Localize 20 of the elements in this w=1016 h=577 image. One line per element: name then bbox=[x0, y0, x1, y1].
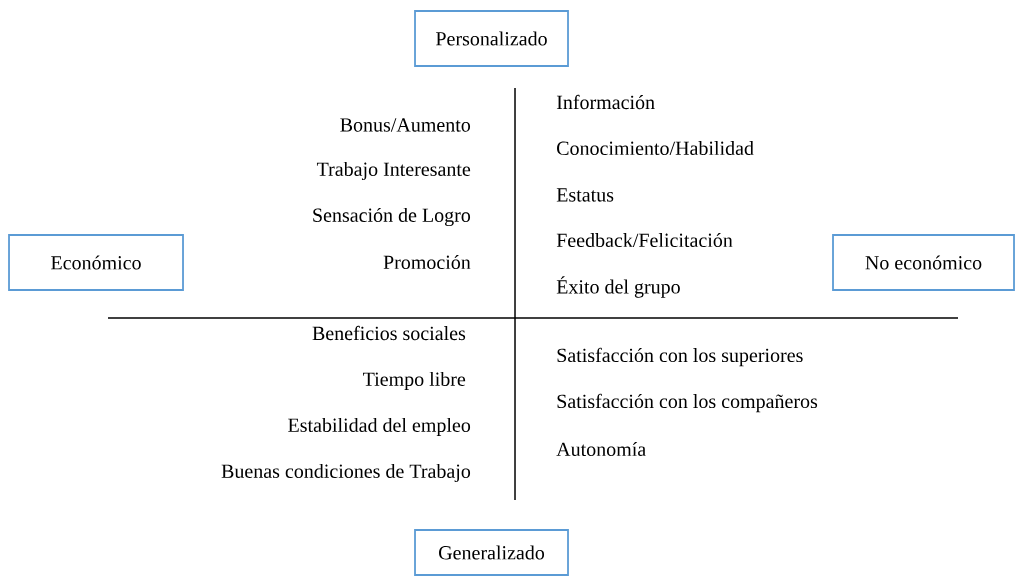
factor-label: Conocimiento/Habilidad bbox=[557, 140, 754, 155]
factor-label: Tiempo libre bbox=[363, 371, 466, 391]
factor-label: Autonomía bbox=[556, 441, 646, 457]
category-box: Personalizado bbox=[414, 10, 569, 67]
factor-label: Éxito del grupo bbox=[556, 276, 680, 298]
factor-label: Beneficios sociales bbox=[312, 325, 466, 341]
factor-label: Estatus bbox=[556, 188, 614, 202]
factor-label: Satisfacción con los superiores bbox=[557, 347, 803, 367]
factor-label: Buenas condiciones de Trabajo bbox=[221, 463, 471, 483]
factor-label: Bonus/Aumento bbox=[340, 118, 471, 132]
factor-label: Satisfacción con los compañeros bbox=[557, 393, 818, 413]
factor-label: Sensación de Logro bbox=[313, 207, 471, 227]
category-box: Económico bbox=[8, 234, 184, 291]
factor-label: Feedback/Felicitación bbox=[556, 232, 733, 248]
factor-label: Estabilidad del empleo bbox=[288, 417, 471, 437]
factor-label: Promoción bbox=[383, 254, 471, 270]
category-box: Generalizado bbox=[414, 529, 569, 576]
category-box: No económico bbox=[832, 234, 1015, 291]
factor-label: Trabajo Interesante bbox=[316, 161, 471, 181]
factor-label: Información bbox=[556, 94, 655, 110]
